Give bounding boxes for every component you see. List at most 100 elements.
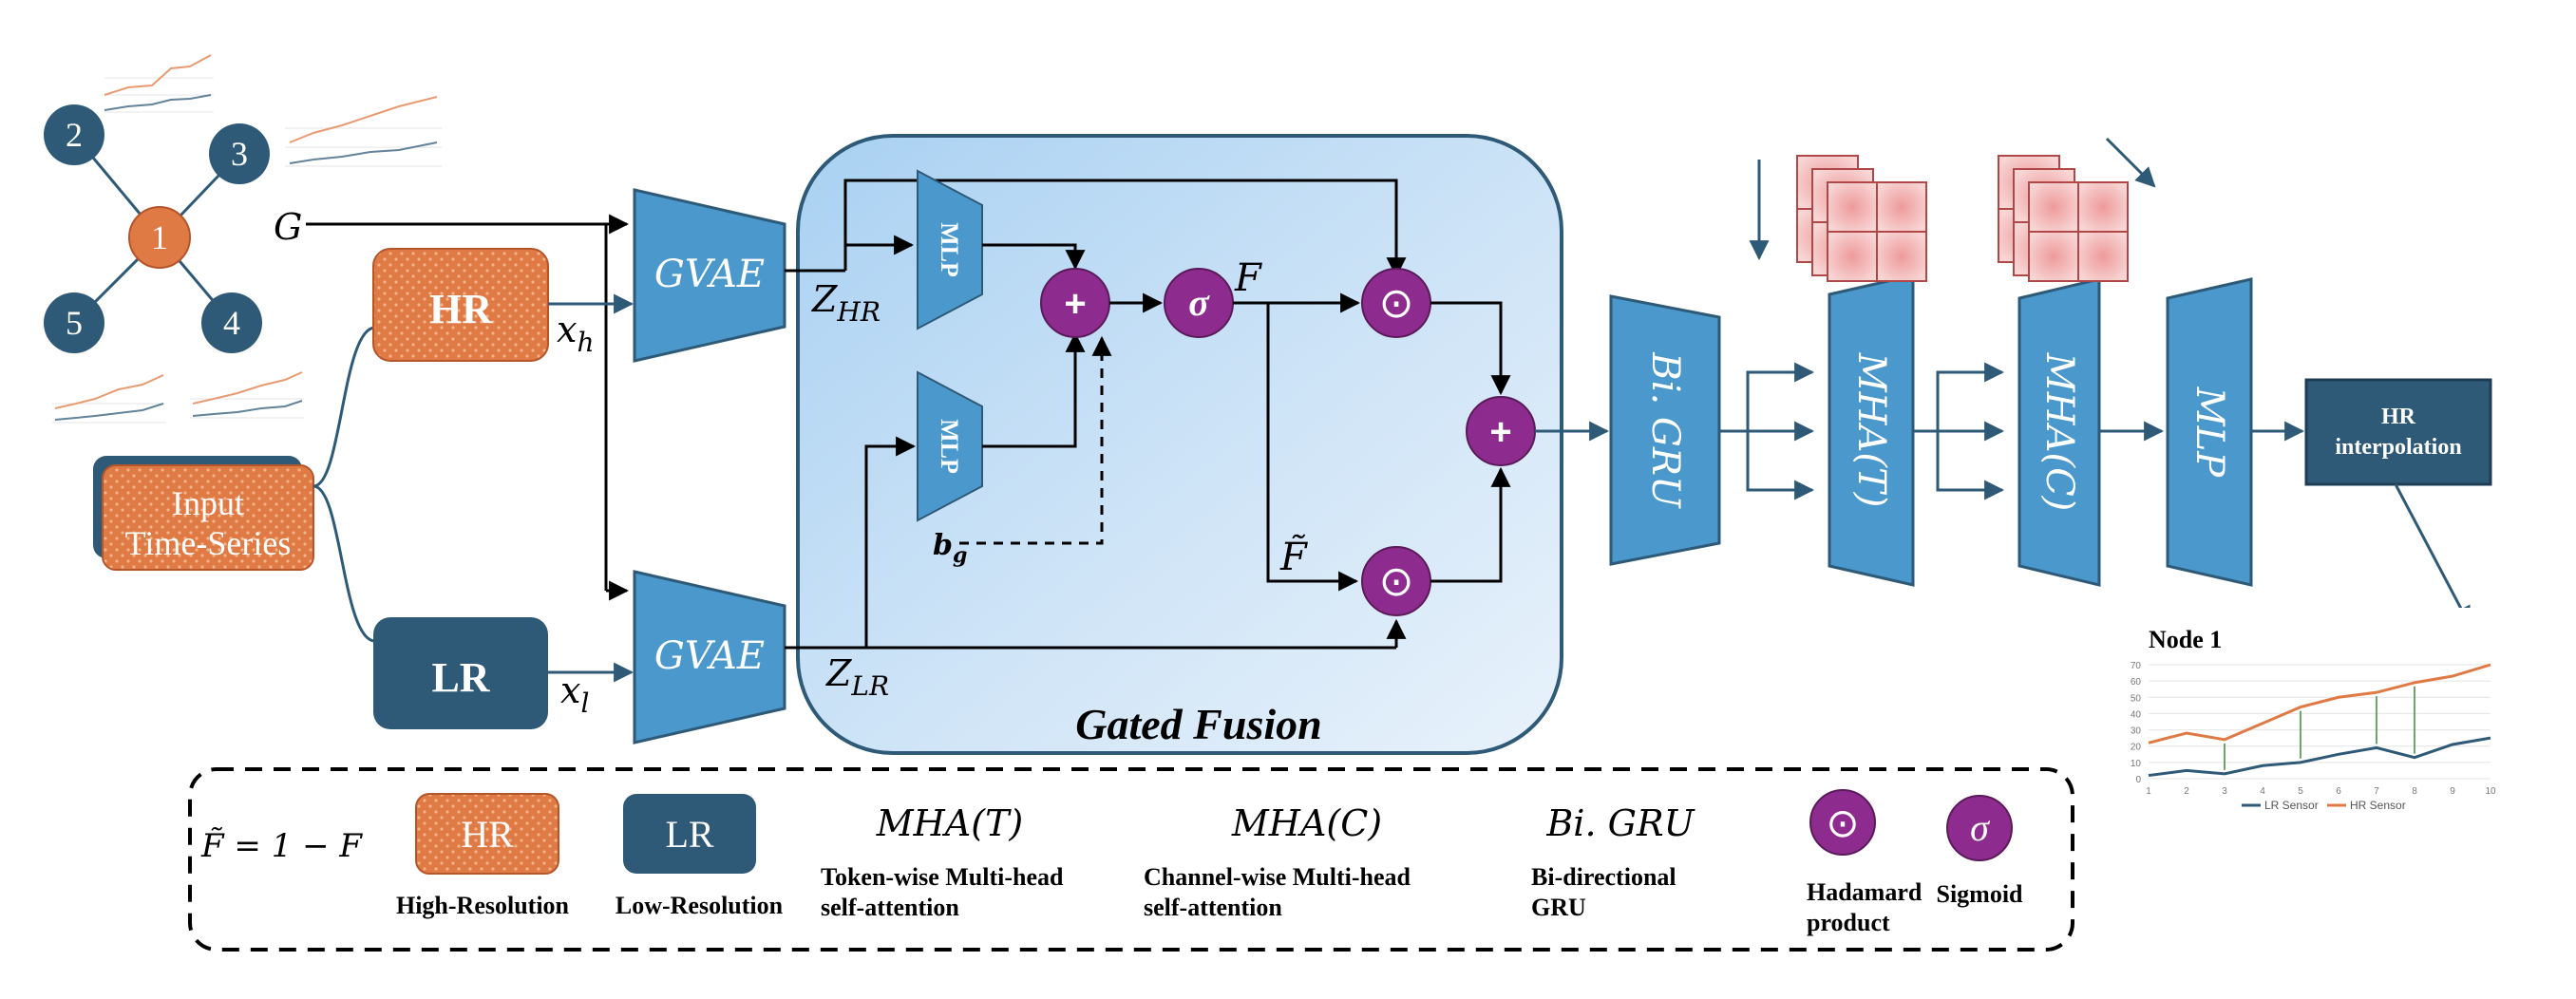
f-tilde-to-hadamard-bottom-arrow — [1266, 303, 1359, 592]
output-chart-y-tick: 70 — [2131, 661, 2142, 671]
graph-node-5-label: 5 — [66, 304, 83, 342]
sigmoid-symbol: σ — [1188, 281, 1210, 324]
bias-dashed-arrow — [959, 335, 1112, 545]
legend-panel: F̃ = 1 − F HR High-Resolution LR Low-Res… — [188, 767, 2074, 952]
thumbnail-chart-2 — [280, 90, 442, 176]
mha-t-to-mha-c-arrow-bottom — [1936, 431, 2005, 500]
series-to-hr-edge — [313, 326, 376, 488]
hr-block-label: HR — [429, 286, 493, 332]
output-chart-y-tick: 0 — [2135, 775, 2141, 785]
graph-node-2 — [44, 104, 104, 165]
legend-sigmoid-icon — [1946, 795, 2013, 861]
fusion-output-sum-symbol: + — [1489, 411, 1511, 453]
mha-c-label: MHA(C) — [2037, 352, 2081, 512]
mlp-top-label: MLP — [936, 222, 963, 277]
legend-hadamard-caption-2: product — [1807, 909, 1890, 936]
x-l-label: xl — [560, 669, 589, 719]
hadamard-node-bottom: ⊙ — [1361, 546, 1431, 616]
output-chart-y-tick: 50 — [2131, 693, 2142, 704]
legend-hadamard-caption-1: Hadamard — [1807, 878, 1923, 906]
mlp-bottom-to-plus-arrow — [982, 331, 1086, 448]
output-chart-x-tick: 7 — [2374, 786, 2379, 797]
gated-fusion-title: Gated Fusion — [1075, 700, 1321, 748]
z-lr-label: ZLR — [825, 652, 889, 702]
hr-interpolation-line2: interpolation — [2335, 435, 2461, 460]
legend-mha-t-title: MHA(T) — [876, 802, 1024, 844]
fusion-sum-symbol: + — [1064, 283, 1086, 325]
graph-label-g: G — [274, 206, 302, 248]
graph-node-4-label: 4 — [223, 304, 240, 342]
gvae-top-label: GVAE — [654, 253, 765, 296]
input-series-label-1: Input — [172, 484, 244, 522]
hadamard-top-symbol: ⊙ — [1379, 280, 1414, 327]
output-chart-title: Node 1 — [2149, 626, 2222, 653]
fusion-sum-node: + — [1040, 268, 1110, 338]
output-chart-y-tick: 60 — [2131, 677, 2142, 688]
mha-t-to-mha-c-arrow-top — [1936, 362, 2005, 431]
legend-hr-caption: High-Resolution — [396, 892, 570, 919]
legend-lr-box-label: LR — [665, 813, 713, 856]
f-tilde-label: F̃ — [1279, 535, 1308, 579]
hadamard-bottom-symbol: ⊙ — [1379, 558, 1414, 605]
channel-direction-arrow — [2105, 137, 2156, 188]
output-chart-y-tick: 20 — [2131, 743, 2142, 753]
x-h-label: xh — [557, 309, 594, 358]
mlp-bottom-label: MLP — [936, 419, 963, 474]
output-chart-x-tick: 4 — [2260, 786, 2265, 797]
legend-mha-c-caption-2: self-attention — [1144, 894, 1282, 921]
legend-sigmoid-symbol: σ — [1970, 806, 1990, 849]
hr-block: HR — [372, 248, 549, 362]
input-time-series: Input Time-Series — [93, 456, 314, 571]
input-series-label-2: Time-Series — [125, 524, 292, 562]
output-chart-x-tick: 5 — [2298, 786, 2303, 797]
thumbnail-chart-1 — [95, 47, 218, 123]
final-mlp-label: MLP — [2188, 386, 2231, 479]
thumbnail-chart-4 — [185, 361, 309, 427]
bigru-block: Bi. GRU — [1609, 294, 1721, 566]
graph-node-1-label: 1 — [151, 218, 168, 256]
output-chart-y-tick: 40 — [2131, 709, 2142, 720]
gvae-encoder-bottom: GVAE — [633, 570, 786, 745]
graph-node-1 — [128, 206, 191, 269]
legend-mha-t-caption-2: self-attention — [821, 894, 959, 921]
bigru-to-mha-t-arrow-top — [1746, 362, 1815, 431]
z-lr-to-mlp-arrow — [864, 436, 917, 648]
gvae-encoder-top: GVAE — [633, 188, 786, 363]
bias-label: bg — [933, 529, 967, 568]
input-graph: 1 2 3 4 5 — [44, 47, 442, 432]
final-mlp-block: MLP — [2166, 277, 2253, 587]
hadamard-bottom-to-sum-arrow — [1430, 466, 1511, 583]
output-chart-x-tick: 6 — [2336, 786, 2341, 797]
interpolation-to-chart-arrow — [2394, 483, 2472, 627]
output-chart-legend-hr: HR Sensor — [2350, 799, 2406, 812]
graph-node-4 — [201, 292, 262, 353]
output-chart-x-tick: 10 — [2485, 786, 2496, 797]
sigmoid-node: σ — [1164, 268, 1234, 338]
mha-t-label: MHA(T) — [1849, 352, 1893, 508]
hadamard-top-to-sum-arrow — [1430, 301, 1511, 396]
output-chart-x-tick: 2 — [2184, 786, 2189, 797]
gated-fusion-module: Gated Fusion — [796, 134, 1563, 755]
fusion-output-sum-node: + — [1466, 396, 1536, 466]
legend-bigru-caption-1: Bi-directional — [1531, 863, 1676, 891]
graph-node-3-label: 3 — [231, 135, 248, 173]
graph-node-3 — [209, 123, 270, 184]
mlp-bottom: MLP — [917, 370, 983, 522]
graph-node-5 — [44, 292, 104, 353]
mha-c-block: MHA(C) — [2017, 277, 2101, 587]
hr-interpolation-line1: HR — [2381, 405, 2416, 429]
output-chart-series-hr-sensor — [2148, 663, 2491, 745]
legend-formula: F̃ = 1 − F — [200, 827, 363, 865]
mha-t-block: MHA(T) — [1828, 273, 1915, 587]
output-chart-y-tick: 30 — [2131, 726, 2142, 737]
output-chart-series-lr-sensor — [2148, 736, 2491, 778]
z-hr-to-hadamard-top-arrow — [843, 179, 1407, 278]
bigru-to-mha-t-arrow-bottom — [1746, 431, 1815, 500]
output-chart-x-tick: 1 — [2146, 786, 2151, 797]
series-to-lr-edge — [313, 484, 376, 643]
legend-hr-box-label: HR — [461, 813, 514, 856]
thumbnail-chart-3 — [47, 366, 171, 432]
gvae-bottom-label: GVAE — [654, 634, 765, 678]
legend-sigmoid-caption: Sigmoid — [1936, 880, 2023, 908]
